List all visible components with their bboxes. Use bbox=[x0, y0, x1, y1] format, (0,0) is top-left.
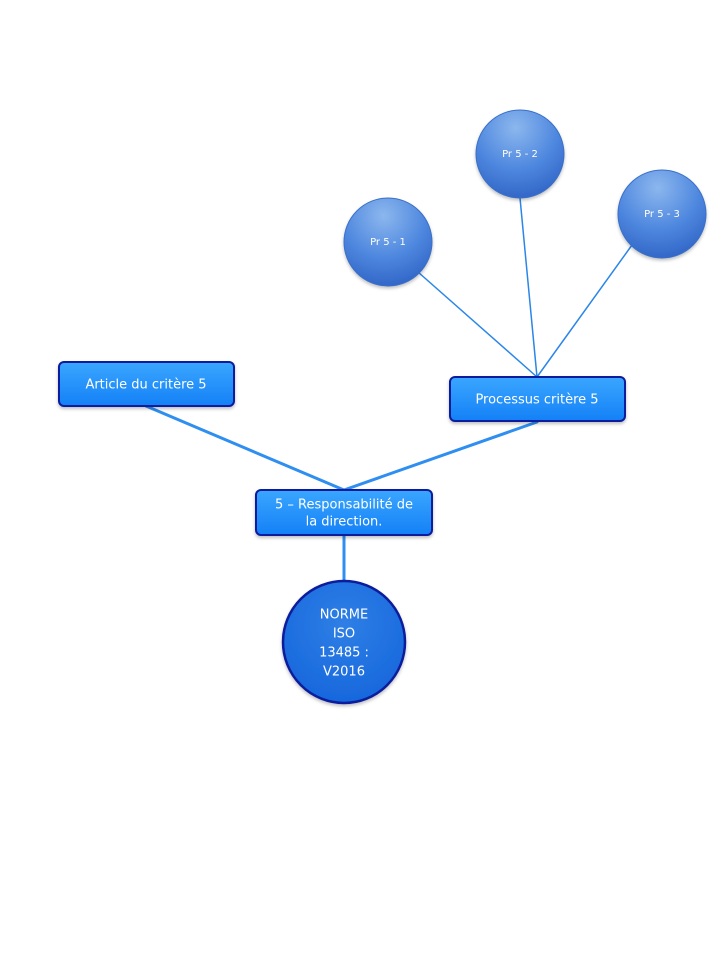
sub-process-node-1: Pr 5 - 1 bbox=[343, 197, 433, 287]
process-box bbox=[449, 376, 626, 422]
root-line-4: V2016 bbox=[323, 665, 365, 680]
root-node: NORME ISO 13485 : V2016 bbox=[281, 579, 407, 705]
root-line-2: ISO bbox=[333, 627, 355, 642]
process-label: Processus critère 5 bbox=[475, 393, 598, 408]
connectors bbox=[144, 197, 633, 582]
connector-process-pr2 bbox=[519, 197, 538, 378]
connector-chapter-article bbox=[144, 404, 346, 492]
sub-process-label-1: Pr 5 - 1 bbox=[370, 237, 406, 248]
root-line-3: 13485 : bbox=[319, 646, 369, 661]
article-node: Article du critère 5 bbox=[58, 361, 235, 407]
chapter-box bbox=[255, 489, 433, 536]
sub-process-label-3: Pr 5 - 3 bbox=[644, 209, 680, 220]
chapter-line-2: la direction. bbox=[306, 515, 383, 530]
process-node: Processus critère 5 bbox=[449, 376, 626, 422]
sub-process-label-2: Pr 5 - 2 bbox=[502, 149, 538, 160]
connector-chapter-process bbox=[342, 420, 539, 492]
root-line-1: NORME bbox=[320, 608, 368, 623]
connector-process-pr3 bbox=[536, 244, 633, 378]
chapter-node: 5 – Responsabilité de la direction. bbox=[255, 489, 433, 536]
article-box bbox=[58, 361, 235, 407]
sub-process-node-2: Pr 5 - 2 bbox=[475, 109, 565, 199]
article-label: Article du critère 5 bbox=[85, 378, 206, 393]
sub-process-node-3: Pr 5 - 3 bbox=[617, 169, 707, 259]
sub-process-bubble-2 bbox=[475, 109, 565, 199]
chapter-line-1: 5 – Responsabilité de bbox=[275, 498, 413, 513]
connector-process-pr1 bbox=[417, 271, 538, 378]
root-circle bbox=[281, 579, 407, 705]
sub-process-bubble-3 bbox=[617, 169, 707, 259]
sub-process-bubble-1 bbox=[343, 197, 433, 287]
